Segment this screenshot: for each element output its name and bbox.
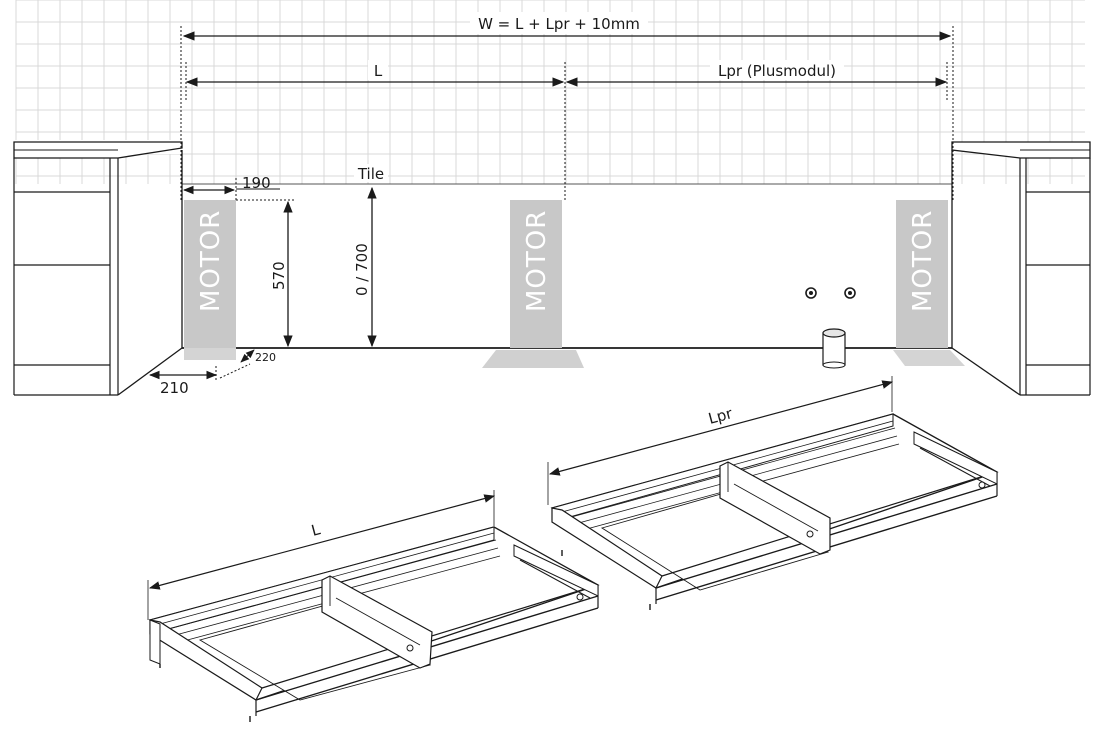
dim-floor-label: 0 / 700	[353, 243, 371, 296]
motor-label-middle: MOTOR	[522, 210, 552, 312]
motor-zone-middle: MOTOR	[482, 200, 584, 368]
drawer-lpr: Lpr	[547, 376, 999, 610]
right-cabinet	[951, 141, 1091, 396]
drawer-lpr-label: Lpr	[706, 404, 735, 428]
drawer-l: L	[147, 490, 600, 722]
tile-label: Tile	[357, 165, 384, 183]
dim-w-label: W = L + Lpr + 10mm	[478, 15, 640, 33]
water-outlets	[805, 287, 856, 299]
dim-220-label: 220	[255, 351, 276, 364]
dim-210-label: 210	[160, 379, 189, 397]
drain-pipe	[822, 328, 846, 369]
dim-570-label: 570	[270, 261, 288, 290]
dim-220-line	[240, 349, 255, 363]
motor-label-left: MOTOR	[196, 210, 226, 312]
dim-drawer-lpr-line	[548, 380, 894, 476]
dim-drawer-l-line	[148, 494, 496, 590]
dim-lpr-label: Lpr (Plusmodul)	[718, 62, 836, 80]
motor-zone-right: MOTOR	[893, 200, 965, 366]
motor-label-right: MOTOR	[908, 210, 938, 312]
drawer-l-label: L	[309, 520, 322, 540]
dim-l-label: L	[374, 62, 383, 80]
dim-190-label: 190	[242, 174, 271, 192]
wall-lower	[182, 184, 952, 348]
motor-zone-left: MOTOR	[184, 200, 236, 360]
left-cabinet	[0, 140, 183, 396]
